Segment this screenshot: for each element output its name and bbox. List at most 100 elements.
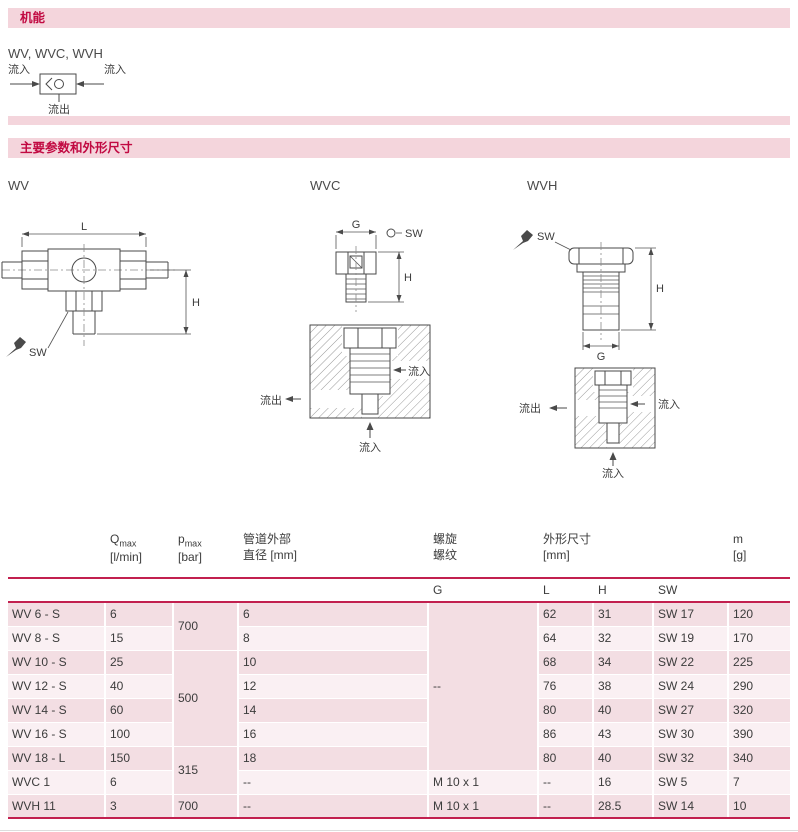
- cell-L: --: [538, 769, 594, 794]
- cell-SW: SW 30: [653, 721, 730, 746]
- wv-dim-h-label: H: [192, 297, 200, 309]
- drawing-label-wvc: WVC: [310, 178, 341, 193]
- cell-dia: 6: [238, 601, 429, 626]
- table-row: WV 14 - S 60 14 80 40 SW 27 320: [8, 697, 791, 722]
- cell-dia: 16: [238, 721, 429, 746]
- cell-H: 40: [593, 745, 654, 770]
- cell-qmax: 150: [105, 745, 174, 770]
- wvc-sw-label: SW: [405, 228, 423, 240]
- table-row: WVH 11 3 700 -- M 10 x 1 -- 28.5 SW 14 1…: [8, 793, 791, 819]
- spec-table: Qmax [l/min] pmax [bar] 管道外部 直径 [mm] 螺旋 …: [8, 528, 791, 819]
- wvc-dim-h-label: H: [404, 272, 412, 284]
- cell-model: WV 12 - S: [8, 673, 106, 698]
- wvh-inflow-bottom-label: 流入: [602, 466, 624, 480]
- header-thread: 螺旋 螺纹: [428, 528, 539, 579]
- cell-model: WV 6 - S: [8, 601, 106, 626]
- cell-pmax: 315: [173, 745, 239, 794]
- cell-qmax: 6: [105, 601, 174, 626]
- cell-mass: 10: [728, 793, 791, 819]
- cell-thread: M 10 x 1: [428, 793, 539, 819]
- table-row: WV 6 - S 6 700 6 -- 62 31 SW 17 120: [8, 601, 791, 770]
- wvh-drawing: SW H G 流入 流出 流入: [513, 230, 680, 480]
- cell-pmax: 700: [173, 601, 239, 650]
- cell-SW: SW 5: [653, 769, 730, 794]
- subheader-SW: SW: [653, 578, 730, 603]
- subheader-L: L: [538, 578, 594, 603]
- cell-dia: 10: [238, 649, 429, 674]
- cell-H: 31: [593, 601, 654, 626]
- page-bottom-edge: [0, 830, 798, 831]
- cell-L: 80: [538, 697, 594, 722]
- header-model: [8, 528, 106, 579]
- hex-icon: [386, 228, 396, 238]
- table-row: WVC 1 6 -- M 10 x 1 -- 16 SW 5 7: [8, 769, 791, 794]
- cell-H: 28.5: [593, 793, 654, 819]
- header-qmax: Qmax [l/min]: [105, 528, 174, 579]
- cell-SW: SW 19: [653, 625, 730, 650]
- cell-dia: 18: [238, 745, 429, 770]
- table-header-row-2: G L H SW: [8, 578, 791, 603]
- cell-mass: 120: [728, 601, 791, 626]
- symbol-inflow-left-label: 流入: [8, 62, 30, 76]
- cell-model: WVC 1: [8, 769, 106, 794]
- table-header-row-1: Qmax [l/min] pmax [bar] 管道外部 直径 [mm] 螺旋 …: [8, 528, 791, 579]
- wvc-dim-g-label: G: [352, 219, 361, 231]
- cell-model: WV 8 - S: [8, 625, 106, 650]
- cell-pmax: 700: [173, 793, 239, 819]
- table-row: WV 16 - S 100 16 86 43 SW 30 390: [8, 721, 791, 746]
- wvh-outflow-label: 流出: [519, 401, 541, 415]
- cell-model: WV 16 - S: [8, 721, 106, 746]
- header-pmax: pmax [bar]: [173, 528, 239, 579]
- cell-qmax: 3: [105, 793, 174, 819]
- cell-mass: 290: [728, 673, 791, 698]
- cell-SW: SW 24: [653, 673, 730, 698]
- cell-qmax: 100: [105, 721, 174, 746]
- wrench-icon: [513, 230, 533, 250]
- cell-model: WVH 11: [8, 793, 106, 819]
- cell-dia: --: [238, 793, 429, 819]
- cell-model: WV 18 - L: [8, 745, 106, 770]
- cell-L: 68: [538, 649, 594, 674]
- wvc-inflow-bottom-label: 流入: [359, 440, 381, 454]
- header-mass: m [g]: [728, 528, 791, 579]
- cell-qmax: 40: [105, 673, 174, 698]
- cell-mass: 225: [728, 649, 791, 674]
- cell-SW: SW 14: [653, 793, 730, 819]
- wvh-inflow-side-label: 流入: [658, 397, 680, 411]
- wvc-inflow-side-label: 流入: [408, 364, 430, 378]
- symbol-inflow-right-label: 流入: [104, 62, 126, 76]
- cell-dia: 12: [238, 673, 429, 698]
- wrench-icon: [6, 337, 26, 357]
- drawing-label-wv: WV: [8, 178, 29, 193]
- table-row: WV 8 - S 15 8 64 32 SW 19 170: [8, 625, 791, 650]
- cell-H: 38: [593, 673, 654, 698]
- symbol-outflow-label: 流出: [48, 102, 70, 116]
- cell-H: 40: [593, 697, 654, 722]
- subheader-G: G: [428, 578, 539, 603]
- wvh-sw-label: SW: [537, 231, 555, 243]
- shuttle-valve-symbol: 流入 流入 流出: [8, 62, 126, 116]
- cell-mass: 170: [728, 625, 791, 650]
- cell-model: WV 10 - S: [8, 649, 106, 674]
- cell-dia: 8: [238, 625, 429, 650]
- header-dimensions: 外形尺寸 [mm]: [538, 528, 730, 579]
- cell-H: 43: [593, 721, 654, 746]
- cell-model: WV 14 - S: [8, 697, 106, 722]
- cell-H: 16: [593, 769, 654, 794]
- wvc-outflow-label: 流出: [260, 393, 282, 407]
- cell-qmax: 15: [105, 625, 174, 650]
- wvh-dim-h-label: H: [656, 283, 664, 295]
- wv-sw-label: SW: [29, 347, 47, 359]
- divider-band: [8, 116, 790, 125]
- cell-SW: SW 22: [653, 649, 730, 674]
- cell-H: 34: [593, 649, 654, 674]
- cell-mass: 320: [728, 697, 791, 722]
- cell-SW: SW 17: [653, 601, 730, 626]
- cell-L: 64: [538, 625, 594, 650]
- cell-dia: --: [238, 769, 429, 794]
- cell-pmax: 500: [173, 649, 239, 746]
- cell-L: 76: [538, 673, 594, 698]
- table-row: WV 10 - S 25 500 10 68 34 SW 22 225: [8, 649, 791, 746]
- subheader-H: H: [593, 578, 654, 603]
